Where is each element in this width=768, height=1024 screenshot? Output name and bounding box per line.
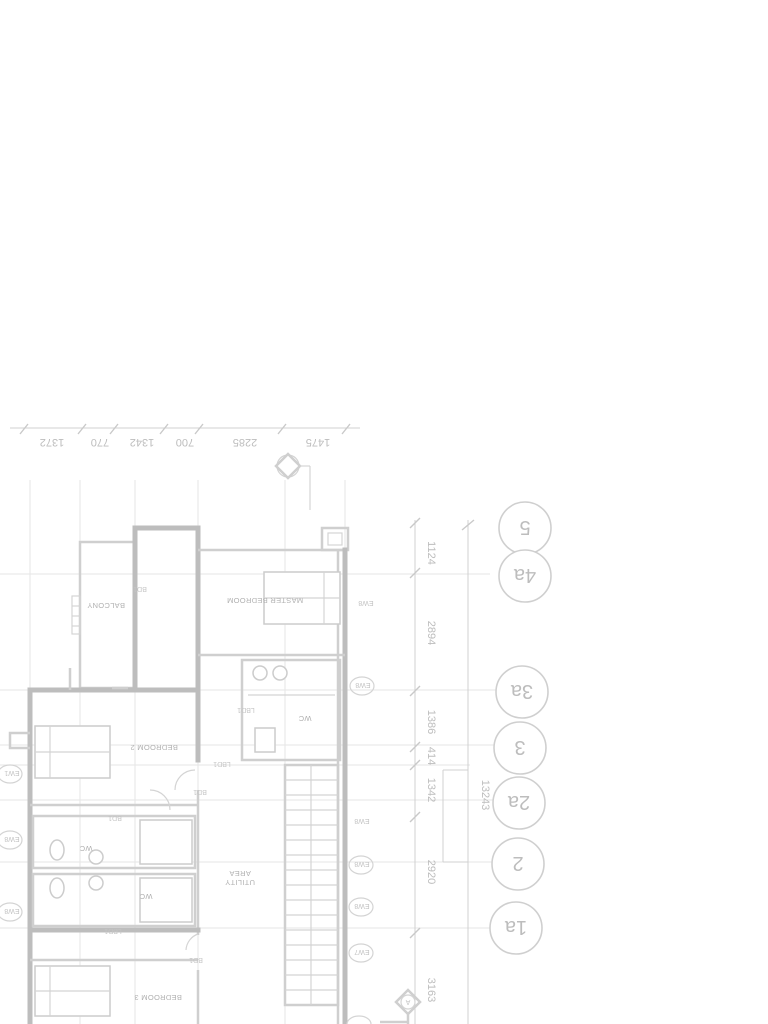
door-tag-d6: BD1 xyxy=(189,956,203,963)
dim-top-1342: 1342 xyxy=(130,436,154,448)
room-label-wc-lower: WC xyxy=(139,892,152,901)
room-label-balcony: BALCONY xyxy=(87,601,125,610)
dim-right-1124: 1124 xyxy=(425,541,437,565)
grid-bubble-2a: 2a xyxy=(507,791,530,813)
window-tags: EW1 EW8 EW8 EW8 EW8 EW8 EW8 EW7 EW8 xyxy=(0,599,375,1024)
top-section-marker xyxy=(274,452,311,510)
wc-middle-outline xyxy=(31,814,197,870)
window-tag-w8: EW7 xyxy=(354,948,369,955)
wc-upper-outline xyxy=(240,658,342,762)
dim-top-1475: 1475 xyxy=(306,436,330,448)
grid-bubble-4a: 4a xyxy=(513,564,536,586)
grid-bubble-5: 5 xyxy=(519,516,530,538)
right-dimension-chain: 1124 2894 1386 414 1342 2920 3163 13243 xyxy=(409,517,491,1024)
grid-bubble-3: 3 xyxy=(514,736,525,758)
door-tags: BD1 LBD1 BD1 BD1 LBD1 BD1 LBD1 xyxy=(104,585,255,963)
window-tag-w9: EW8 xyxy=(354,902,369,909)
grid-bubble-1a: 1a xyxy=(504,916,527,938)
window-tag-w2: EW8 xyxy=(4,835,19,842)
dim-right-2894: 2894 xyxy=(425,621,437,645)
section-marker-label: A xyxy=(405,998,410,1005)
door-tag-d1: BD1 xyxy=(133,585,147,592)
dim-right-2920: 2920 xyxy=(425,860,437,884)
dim-top-2285: 2285 xyxy=(233,436,257,448)
dim-top-1372: 1372 xyxy=(40,436,64,448)
door-tag-d5: LBD1 xyxy=(104,927,122,934)
door-tag-d3: BD1 xyxy=(193,788,207,795)
window-tag-w1: EW1 xyxy=(4,769,19,776)
dim-right-1386: 1386 xyxy=(425,710,437,734)
room-label-wc-upper: WC xyxy=(298,714,311,723)
grid-bubble-3a: 3a xyxy=(510,680,533,702)
staircase xyxy=(283,763,340,1007)
bottom-section-marker: A xyxy=(380,988,422,1024)
balcony-outline xyxy=(78,540,137,690)
window-tag-w4: EW8 xyxy=(355,681,370,688)
grid-bubbles: 5 4a 3a 3 2a 2 1a xyxy=(489,501,552,955)
room-label-utility-line1: UTILITY xyxy=(225,878,255,887)
room-labels: BALCONY MASTER BEDROOM WC BEDROOM 2 WC W… xyxy=(79,596,311,1002)
grid-bubble-2: 2 xyxy=(512,852,523,874)
door-tag-d7: LBD1 xyxy=(237,706,255,713)
walls xyxy=(8,525,350,1024)
rotated-floor-plan: 1475 2285 700 1342 770 1372 xyxy=(0,423,552,1024)
room-label-wc-middle: WC xyxy=(79,844,92,853)
room-label-bedroom-3: BEDROOM 3 xyxy=(134,993,182,1002)
dim-right-1342: 1342 xyxy=(425,778,437,802)
room-label-utility-line2: AREA xyxy=(229,869,251,878)
dim-top-770: 770 xyxy=(91,436,109,448)
dim-right-total-13243: 13243 xyxy=(479,780,491,811)
door-tag-d2: LBD1 xyxy=(213,760,231,767)
window-tag-w6: EW8 xyxy=(354,817,369,824)
door-tag-d4: BD1 xyxy=(108,814,122,821)
window-tag-w7: EW8 xyxy=(354,860,369,867)
dim-top-700: 700 xyxy=(176,436,194,448)
wc-lower-outline xyxy=(31,872,197,928)
dim-right-3163: 3163 xyxy=(425,978,437,1002)
top-dimension-chain: 1475 2285 700 1342 770 1372 xyxy=(10,423,360,448)
dim-right-414: 414 xyxy=(425,747,437,765)
room-label-master-bedroom: MASTER BEDROOM xyxy=(227,596,303,605)
window-tag-w3: EW8 xyxy=(4,907,19,914)
window-tag-w5: EW8 xyxy=(358,599,373,606)
room-label-bedroom-2: BEDROOM 2 xyxy=(130,743,178,752)
